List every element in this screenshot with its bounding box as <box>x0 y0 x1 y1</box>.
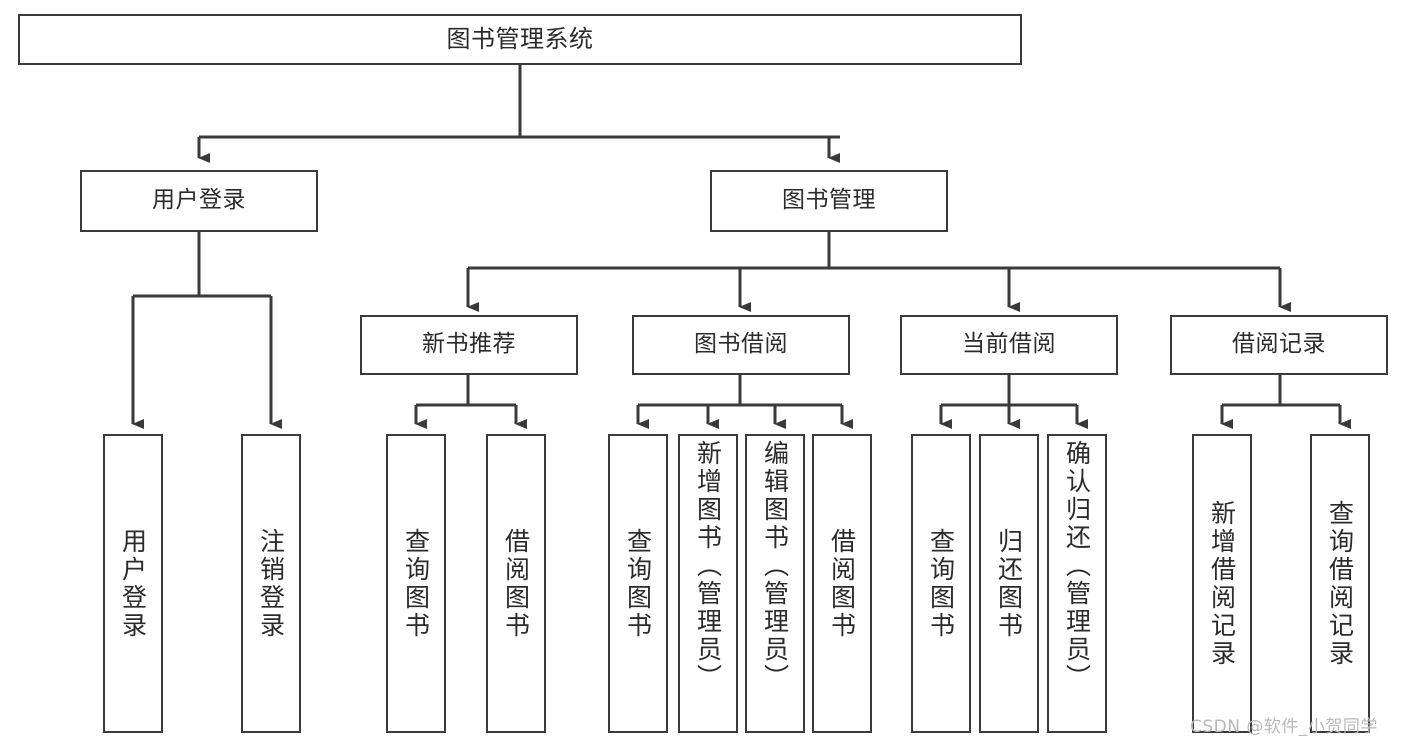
watermark: CSDN @软件_小贺同学 <box>1190 717 1378 737</box>
leaf-query-borrow-record[interactable]: 查询借阅记录 <box>1310 434 1370 733</box>
leaf-borrow-book[interactable]: 借阅图书 <box>812 434 872 733</box>
leaf-query-book-borrow[interactable]: 查询图书 <box>608 434 668 733</box>
leaf-query-book-current[interactable]: 查询图书 <box>911 434 971 733</box>
leaf-borrow-book-recommend[interactable]: 借阅图书 <box>486 434 546 733</box>
leaf-add-borrow-record[interactable]: 新增借阅记录 <box>1192 434 1252 733</box>
node-label: 新书推荐 <box>422 331 516 358</box>
node-label: 新增图书（管理员） <box>693 440 723 692</box>
node-label: 查询图书 <box>623 527 653 640</box>
node-label: 图书管理系统 <box>446 25 594 54</box>
node-new-book-recommend[interactable]: 新书推荐 <box>360 315 578 375</box>
leaf-edit-book-admin[interactable]: 编辑图书（管理员） <box>745 434 805 733</box>
leaf-add-book-admin[interactable]: 新增图书（管理员） <box>678 434 738 733</box>
node-label: 编辑图书（管理员） <box>760 440 790 692</box>
leaf-return-book[interactable]: 归还图书 <box>979 434 1039 733</box>
node-label: 借阅图书 <box>827 527 857 640</box>
leaf-confirm-return-admin[interactable]: 确认归还（管理员） <box>1047 434 1107 733</box>
node-label: 查询借阅记录 <box>1325 499 1355 668</box>
node-label: 确认归还（管理员） <box>1062 440 1092 692</box>
node-label: 借阅记录 <box>1232 331 1326 358</box>
leaf-query-book-recommend[interactable]: 查询图书 <box>386 434 446 733</box>
leaf-user-logout[interactable]: 注销登录 <box>241 434 301 733</box>
node-borrow-record[interactable]: 借阅记录 <box>1170 315 1388 375</box>
leaf-user-login[interactable]: 用户登录 <box>103 434 163 733</box>
node-label: 用户登录 <box>152 187 246 214</box>
node-label: 图书管理 <box>782 187 876 214</box>
node-label: 当前借阅 <box>962 331 1056 358</box>
node-user-login[interactable]: 用户登录 <box>80 170 318 232</box>
node-label: 注销登录 <box>256 527 286 640</box>
node-book-borrow[interactable]: 图书借阅 <box>632 315 850 375</box>
node-label: 用户登录 <box>118 527 148 640</box>
node-label: 查询图书 <box>401 527 431 640</box>
node-label: 查询图书 <box>926 527 956 640</box>
node-label: 新增借阅记录 <box>1207 499 1237 668</box>
node-label: 图书借阅 <box>694 331 788 358</box>
node-root-system[interactable]: 图书管理系统 <box>18 14 1022 65</box>
node-label: 借阅图书 <box>501 527 531 640</box>
node-book-management[interactable]: 图书管理 <box>710 170 948 232</box>
node-label: 归还图书 <box>994 527 1024 640</box>
node-current-borrow[interactable]: 当前借阅 <box>900 315 1118 375</box>
